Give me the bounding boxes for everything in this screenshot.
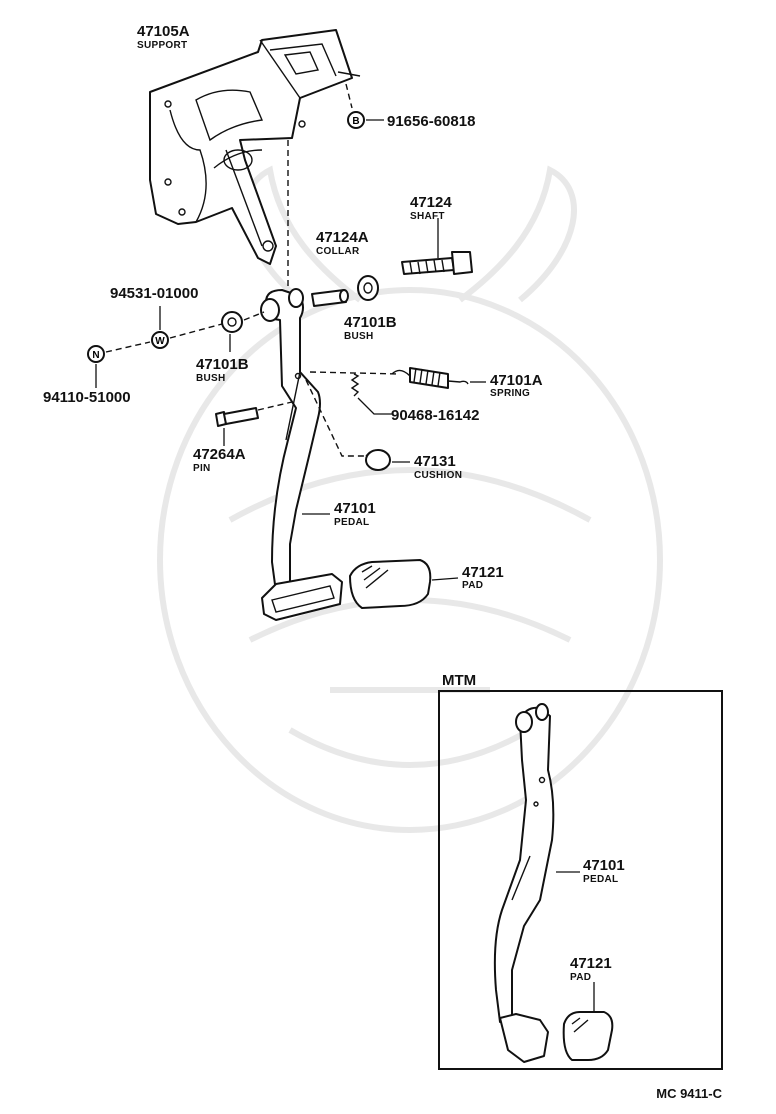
- watermark-emblem: [157, 165, 663, 833]
- bush-left: [221, 311, 243, 333]
- label-support-name: SUPPORT: [137, 40, 187, 51]
- label-mtm-pad-name: PAD: [570, 972, 591, 983]
- pedal-pad-main: [349, 559, 432, 609]
- clutch-pedal-mtm: [493, 703, 555, 1063]
- label-bush-right-name: BUSH: [344, 331, 374, 342]
- shaft: [401, 251, 473, 275]
- label-nut-left-number: 94110-51000: [43, 389, 131, 406]
- label-collar-name: COLLAR: [316, 246, 360, 257]
- pin: [215, 407, 259, 427]
- label-cushion-number: 47131: [414, 453, 456, 470]
- label-bush-left-name: BUSH: [196, 373, 226, 384]
- nut-b-letter: B: [352, 116, 359, 127]
- bush-right: [357, 275, 379, 301]
- label-shaft-number: 47124: [410, 194, 452, 211]
- clutch-pad-mtm: [562, 1011, 614, 1061]
- mtm-inset-title: MTM: [442, 672, 476, 689]
- label-spring-number: 47101A: [490, 372, 543, 389]
- brake-pedal-main: [260, 288, 343, 621]
- cushion: [365, 449, 391, 471]
- label-support-number: 47105A: [137, 23, 190, 40]
- label-bush-right-number: 47101B: [344, 314, 397, 331]
- return-spring: [391, 367, 469, 389]
- label-pin-number: 47264A: [193, 446, 246, 463]
- label-mtm-pad-number: 47121: [570, 955, 612, 972]
- label-mtm-pedal-number: 47101: [583, 857, 625, 874]
- label-collar-number: 47124A: [316, 229, 369, 246]
- label-nut-top-number: 91656-60818: [387, 113, 475, 130]
- label-washer-number: 94531-01000: [110, 285, 198, 302]
- label-spring-name: SPRING: [490, 388, 530, 399]
- diagram-reference-code: MC 9411-C: [656, 1086, 722, 1101]
- nut-n-letter: N: [92, 350, 99, 361]
- clip: [350, 373, 360, 397]
- nut-b-symbol: B: [347, 111, 365, 129]
- label-pin-name: PIN: [193, 463, 211, 474]
- label-pedal-number: 47101: [334, 500, 376, 517]
- washer-w-symbol: W: [151, 331, 169, 349]
- label-clip-number: 90468-16142: [391, 407, 479, 424]
- collar: [311, 289, 349, 307]
- nut-n-symbol: N: [87, 345, 105, 363]
- label-mtm-pedal-name: PEDAL: [583, 874, 618, 885]
- mtm-inset: MTM: [438, 672, 723, 1070]
- label-pedal-name: PEDAL: [334, 517, 369, 528]
- support-bracket: [149, 29, 361, 265]
- washer-w-letter: W: [155, 336, 165, 347]
- label-pad-name: PAD: [462, 580, 483, 591]
- label-bush-left-number: 47101B: [196, 356, 249, 373]
- callout-labels: 47105A SUPPORT 91656-60818 47124 SHAFT 4…: [43, 23, 723, 1101]
- label-pad-number: 47121: [462, 564, 504, 581]
- label-cushion-name: CUSHION: [414, 470, 462, 481]
- label-shaft-name: SHAFT: [410, 211, 445, 222]
